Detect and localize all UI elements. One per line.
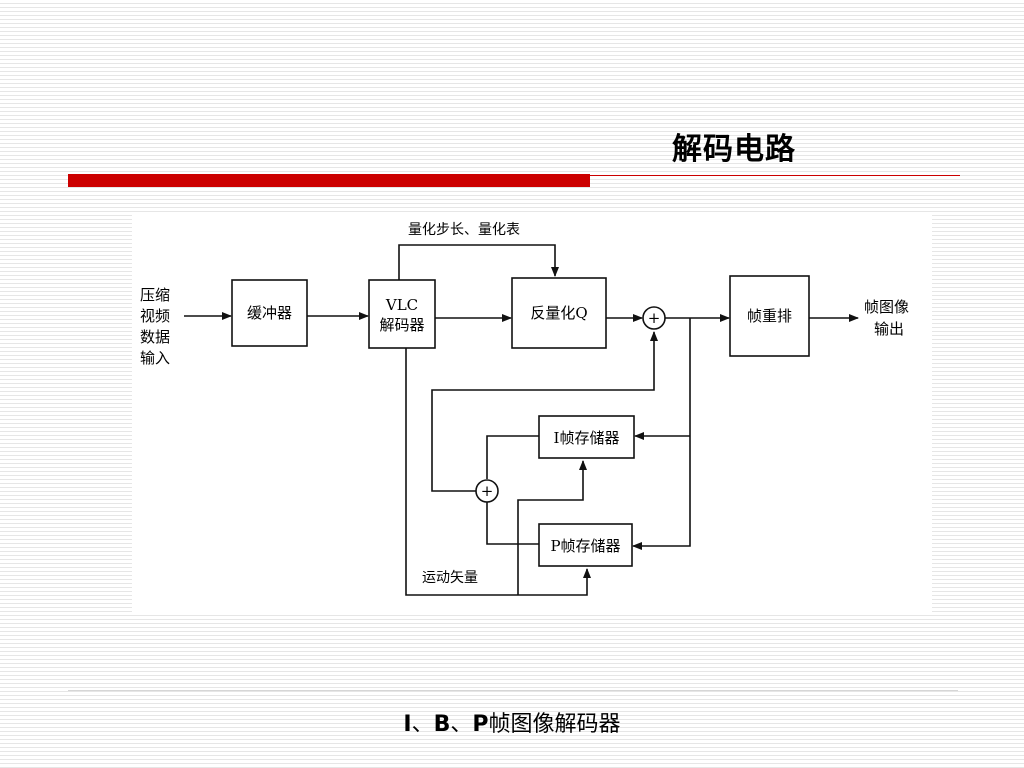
caption-i: I: [403, 712, 412, 737]
feedback-to-p-store: [632, 318, 691, 550]
title-accent-bar: [68, 174, 590, 187]
i-store-to-adder-path: [486, 435, 539, 479]
i-frame-store-label: I帧存储器: [554, 429, 620, 447]
motion-vector-label: 运动矢量: [422, 570, 478, 586]
quant-info-label: 量化步长、量化表: [408, 222, 520, 238]
diagram-canvas: 压缩 视频 数据 输入 缓冲器 VLC 解码器 量化步长、量化表 反量化Q + …: [140, 222, 909, 596]
reorder-block: [729, 275, 810, 357]
decoder-block-diagram: 压缩 视频 数据 输入 缓冲器 VLC 解码器 量化步长、量化表 反量化Q + …: [132, 212, 932, 612]
prediction-adder-symbol: +: [481, 482, 494, 500]
dequant-block: [511, 277, 607, 349]
reorder-block-label: 帧重排: [747, 307, 792, 325]
caption-p: P: [472, 712, 489, 737]
motion-vector-to-i-store: [517, 460, 587, 595]
slide-caption: I、B、P帧图像解码器: [0, 706, 1024, 738]
slide-title: 解码电路: [672, 132, 796, 167]
title-accent-line: [590, 175, 960, 176]
p-store-to-adder-path: [486, 502, 539, 545]
vlc-decoder-label-line-1: VLC: [385, 296, 418, 314]
caption-sep-1: 、: [411, 712, 434, 737]
prediction-to-output-adder: [431, 331, 658, 492]
vlc-decoder-block: [368, 279, 436, 349]
motion-vector-to-p-store: [405, 348, 591, 596]
output-label-line-1: 帧图像: [864, 298, 909, 316]
caption-b: B: [433, 712, 451, 737]
vlc-decoder-label-line-2: 解码器: [379, 316, 424, 334]
buffer-block: [231, 279, 308, 347]
input-label-line-1: 压缩: [140, 286, 170, 304]
input-label: 压缩 视频 数据 输入: [140, 286, 170, 367]
quant-info-path: [398, 244, 559, 280]
buffer-block-label: 缓冲器: [247, 304, 292, 322]
i-frame-store-block: [538, 415, 635, 459]
input-label-line-4: 输入: [140, 349, 170, 367]
p-frame-store-label: P帧存储器: [550, 537, 620, 555]
caption-rest: 帧图像解码器: [488, 712, 621, 737]
p-frame-store-block: [538, 523, 633, 567]
footer-divider: [68, 690, 958, 691]
input-label-line-3: 数据: [140, 328, 170, 346]
input-label-line-2: 视频: [140, 307, 170, 325]
output-label-line-2: 输出: [874, 320, 904, 338]
dequant-block-label: 反量化Q: [530, 304, 587, 322]
output-adder-symbol: +: [648, 309, 661, 327]
caption-sep-2: 、: [450, 712, 473, 737]
